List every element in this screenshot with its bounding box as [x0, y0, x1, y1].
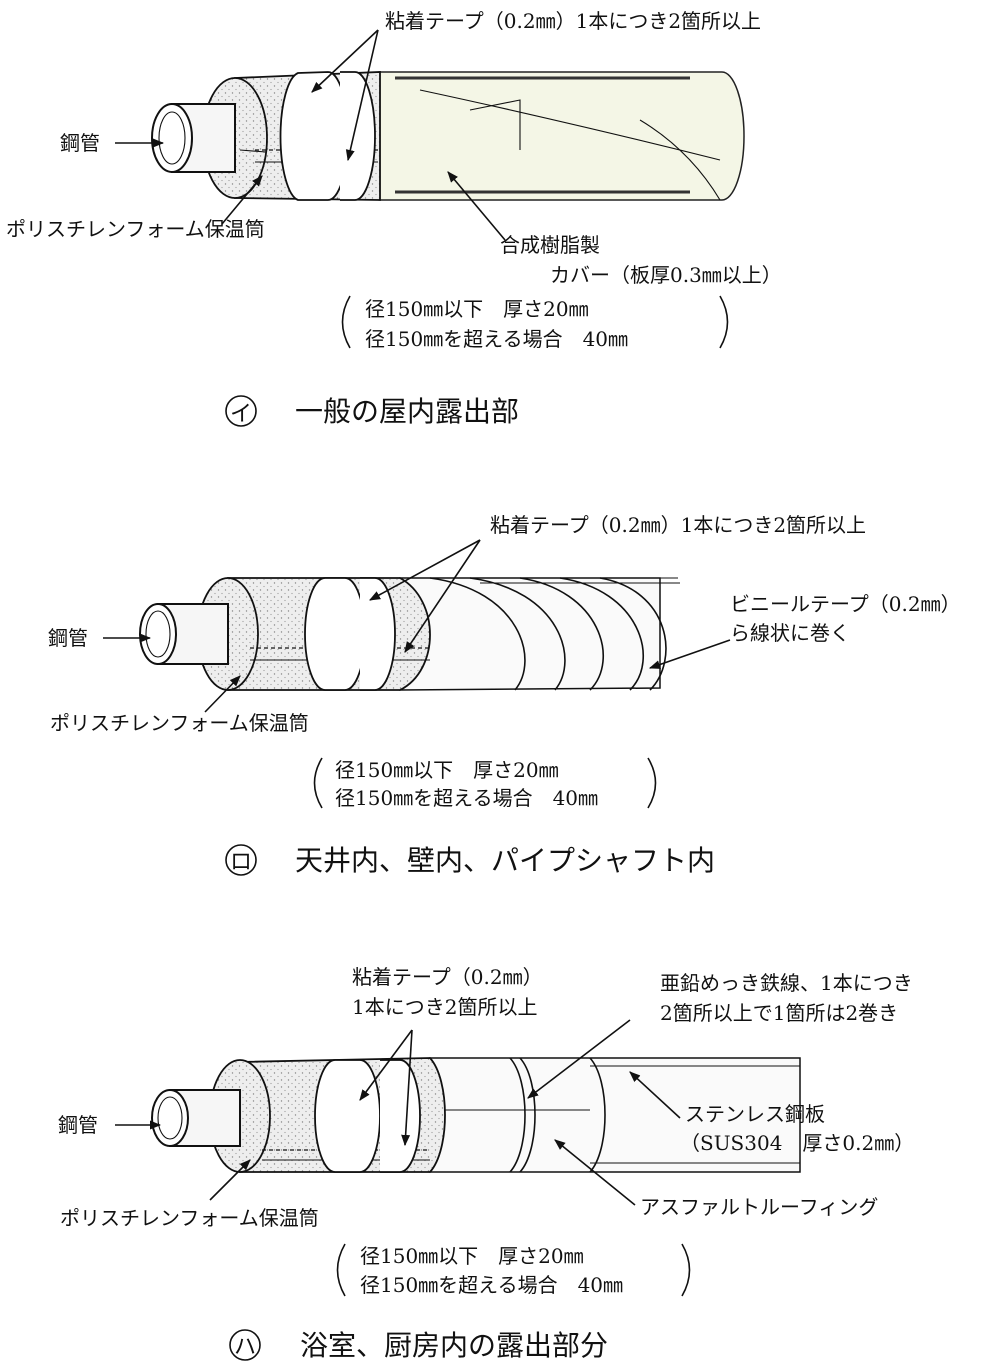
caption-1: 一般の屋内露出部	[295, 395, 519, 428]
leader-lines-2	[103, 539, 731, 713]
galvanized-wire-bands	[509, 1057, 536, 1173]
foam-label-1: ポリスチレンフォーム保温筒	[6, 217, 265, 241]
bracket-right-1	[719, 295, 729, 349]
tape-label-1: 粘着テープ（0.2㎜）1本につき2箇所以上	[385, 9, 761, 33]
tape-label-2: 粘着テープ（0.2㎜）1本につき2箇所以上	[490, 513, 866, 537]
diagram-2: 粘着テープ（0.2㎜）1本につき2箇所以上 鋼管 ポリスチレンフォーム保温筒 ビ…	[48, 513, 961, 877]
bracket-right-3	[681, 1243, 691, 1297]
bracket-right-2	[647, 757, 657, 809]
caption-mark-circle-1	[225, 395, 257, 427]
asphalt-roofing	[589, 1057, 606, 1173]
steel-pipe-label-1: 鋼管	[60, 131, 100, 155]
wire-label-line1: 亜鉛めっき鉄線、1本につき	[660, 971, 913, 995]
vinyl-label-line2: ら線状に巻く	[730, 621, 850, 645]
leader-lines-1	[115, 29, 506, 241]
bracket-left-1	[341, 295, 351, 349]
thickness-line1-2: 径150㎜以下 厚さ20㎜	[335, 758, 559, 782]
caption-mark-circle-3	[229, 1329, 261, 1361]
foam-label-2: ポリスチレンフォーム保温筒	[50, 711, 309, 735]
caption-mark-1: イ	[230, 402, 252, 427]
caption-mark-3: ハ	[234, 1335, 256, 1360]
asphalt-label: アスファルトルーフィング	[640, 1195, 878, 1219]
vinyl-tape-spiral	[399, 577, 680, 691]
tape-label-3-line1: 粘着テープ（0.2㎜）	[352, 965, 543, 989]
vinyl-label-line1: ビニールテープ（0.2㎜）	[730, 592, 961, 616]
diagram-1: 粘着テープ（0.2㎜）1本につき2箇所以上 鋼管 ポリスチレンフォーム保温筒 合…	[6, 9, 782, 428]
steel-pipe-label-3: 鋼管	[58, 1113, 98, 1137]
adhesive-tape-bands	[279, 71, 376, 201]
leader-lines-3	[115, 1019, 681, 1206]
thickness-line2-3: 径150㎜を超える場合 40㎜	[360, 1273, 623, 1297]
caption-mark-2: ロ	[230, 850, 252, 875]
thickness-line2-1: 径150㎜を超える場合 40㎜	[365, 327, 628, 351]
cover-label-line2: カバー（板厚0.3㎜以上）	[550, 263, 782, 287]
bracket-left-3	[336, 1243, 346, 1297]
tape-label-3-line2: 1本につき2箇所以上	[352, 995, 537, 1019]
steel-pipe	[151, 103, 236, 173]
steel-pipe-label-2: 鋼管	[48, 626, 88, 650]
steel-pipe	[139, 603, 229, 665]
diagram-3: 粘着テープ（0.2㎜） 1本につき2箇所以上 亜鉛めっき鉄線、1本につき 2箇所…	[58, 965, 914, 1362]
caption-2: 天井内、壁内、パイプシャフト内	[295, 844, 715, 877]
thickness-line1-1: 径150㎜以下 厚さ20㎜	[365, 297, 589, 321]
thickness-line1-3: 径150㎜以下 厚さ20㎜	[360, 1244, 584, 1268]
wire-label-line2: 2箇所以上で1箇所は2巻き	[660, 1001, 898, 1025]
stainless-label-line2: （SUS304 厚さ0.2㎜）	[680, 1131, 914, 1155]
stainless-label-line1: ステンレス鋼板	[685, 1102, 825, 1126]
adhesive-tape-bands	[304, 577, 396, 691]
steel-pipe	[151, 1089, 241, 1147]
foam-label-3: ポリスチレンフォーム保温筒	[60, 1206, 319, 1230]
cover-label-line1: 合成樹脂製	[500, 233, 600, 257]
resin-cover	[357, 71, 745, 201]
caption-mark-circle-2	[225, 844, 257, 876]
caption-3: 浴室、厨房内の露出部分	[300, 1329, 608, 1362]
bracket-left-2	[313, 757, 323, 809]
thickness-line2-2: 径150㎜を超える場合 40㎜	[335, 786, 598, 810]
adhesive-tape-bands	[314, 1059, 421, 1173]
